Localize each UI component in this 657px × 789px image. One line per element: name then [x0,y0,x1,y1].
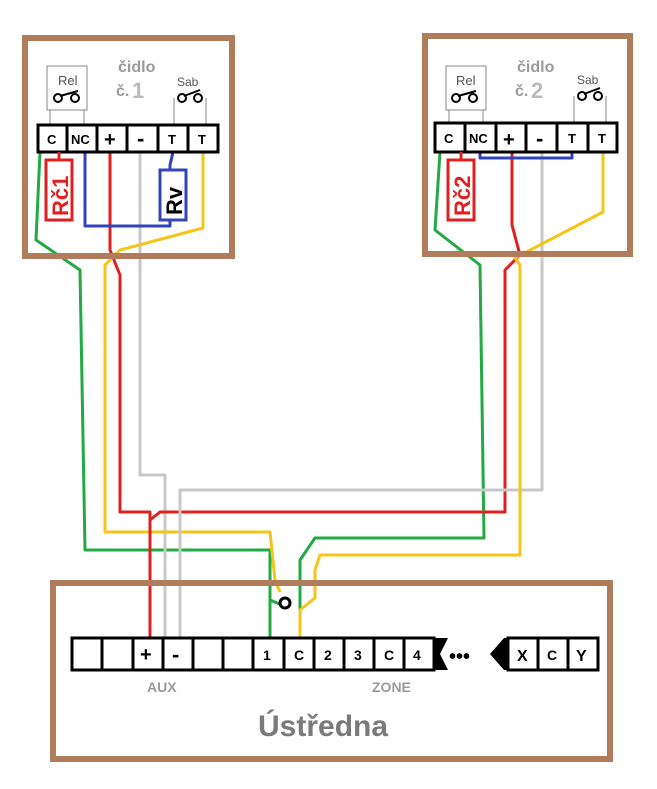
sensor-2-rel-label: Rel [456,73,476,88]
control-panel-frame [50,580,613,762]
sensor-1-frame [22,35,235,259]
sensor-2-title-number: 2 [531,78,543,103]
sensor-2-terminal-nc: NC [469,131,488,146]
panel-terminal-3: 3 [354,647,362,663]
panel-terminal-y: Y [576,648,587,665]
panel-terminal-c2: C [384,647,394,663]
panel-terminal-c3: C [547,647,557,663]
sensor-1-rel-box [46,65,88,111]
sensor-2-frame [422,33,633,257]
sensor-2: Rel čidlo č. 2 Sab C NC + - T T [422,33,633,257]
wire-s1-yellow [103,152,282,593]
sensor-2-terminal-t1: T [568,131,576,146]
sensor-2-terminal-strip: C NC + - T T [433,121,619,154]
sensor-2-terminal-t2: T [598,131,606,146]
wire-s2-red [148,152,522,640]
sensor-2-sab-contact-b [593,91,603,101]
sensor-2-terminal-minus: - [536,126,543,151]
sensor-1-sab-label: Sab [177,75,199,89]
sensor-2-terminal-plus: + [503,129,515,151]
sensor-2-rel-box [445,65,487,111]
panel-terminal-1: 1 [263,647,271,663]
sensor-1-terminal-minus: - [137,126,144,151]
sensor-1: Rel čidlo č. 1 Sab C NC + - T T [22,35,235,259]
wire-s2-yellow [298,152,605,640]
sensor-2-terminal-c: C [444,131,454,146]
panel-terminal-plus: + [140,644,152,666]
sensor-1-title-prefix: č. [116,83,129,100]
panel-terminal-x: X [517,648,528,665]
sensor-2-rel-switch [457,90,477,97]
sensor-1-sab-switch [183,89,201,97]
panel-terminal-minus: - [172,642,179,667]
sensor-1-sab-contact-b [193,93,203,103]
sensor-1-tamper-resistor [158,168,188,222]
panel-ellipsis: ••• [449,646,470,668]
sensor-1-terminal-c: C [47,132,57,147]
panel-strip-break-right [490,638,510,670]
wire-s1-green [34,151,272,640]
panel-terminal-2: 2 [324,647,332,663]
sensor-2-title-prefix: č. [515,83,528,100]
sensor-1-tamper-resistor-label: Rv [162,186,187,215]
panel-zone-label: ZONE [372,679,411,695]
sensor-1-rel-label: Rel [58,73,78,88]
sensor-1-alarm-resistor-label: Rč1 [48,176,73,216]
sensor-1-terminal-nc: NC [71,132,90,147]
sensor-1-rel-switch [59,90,79,97]
sensor-2-title: čidlo [517,59,555,76]
sensor-1-title: čidlo [118,59,156,76]
control-panel: + - 1 C 2 3 C 4 ••• X C Y AUX ZONE Ústře… [50,580,613,762]
sensor-2-alarm-resistor-label: Rč2 [450,176,475,216]
sensor-2-sab-switch [583,87,601,95]
junction-dot [278,596,292,610]
panel-title: Ústředna [258,709,388,743]
sensor-1-terminal-strip: C NC + - T T [36,123,220,154]
panel-terminal-4: 4 [413,647,421,663]
sensor-1-terminal-plus: + [104,129,116,151]
panel-strip-break-left [434,638,448,670]
wire-s2-blue [478,152,574,160]
panel-terminal-c1: C [294,647,304,663]
sensor-1-rel-contact-b [70,93,80,103]
sensor-1-terminal-t2: T [198,132,206,147]
panel-aux-label: AUX [147,679,177,695]
wire-s1-gray [138,152,167,640]
panel-terminal-strip: + - 1 C 2 3 C 4 [70,636,436,672]
panel-terminal-strip-right: X C Y [506,636,600,672]
sensor-2-rel-contact-b [468,93,478,103]
wire-s2-gray [178,152,544,640]
wire-s2-green [298,151,486,640]
wire-s1-blue [83,151,175,228]
sensor-1-title-number: 1 [132,78,144,103]
sensor-1-terminal-t1: T [168,132,176,147]
sensor-2-sab-label: Sab [577,73,599,87]
